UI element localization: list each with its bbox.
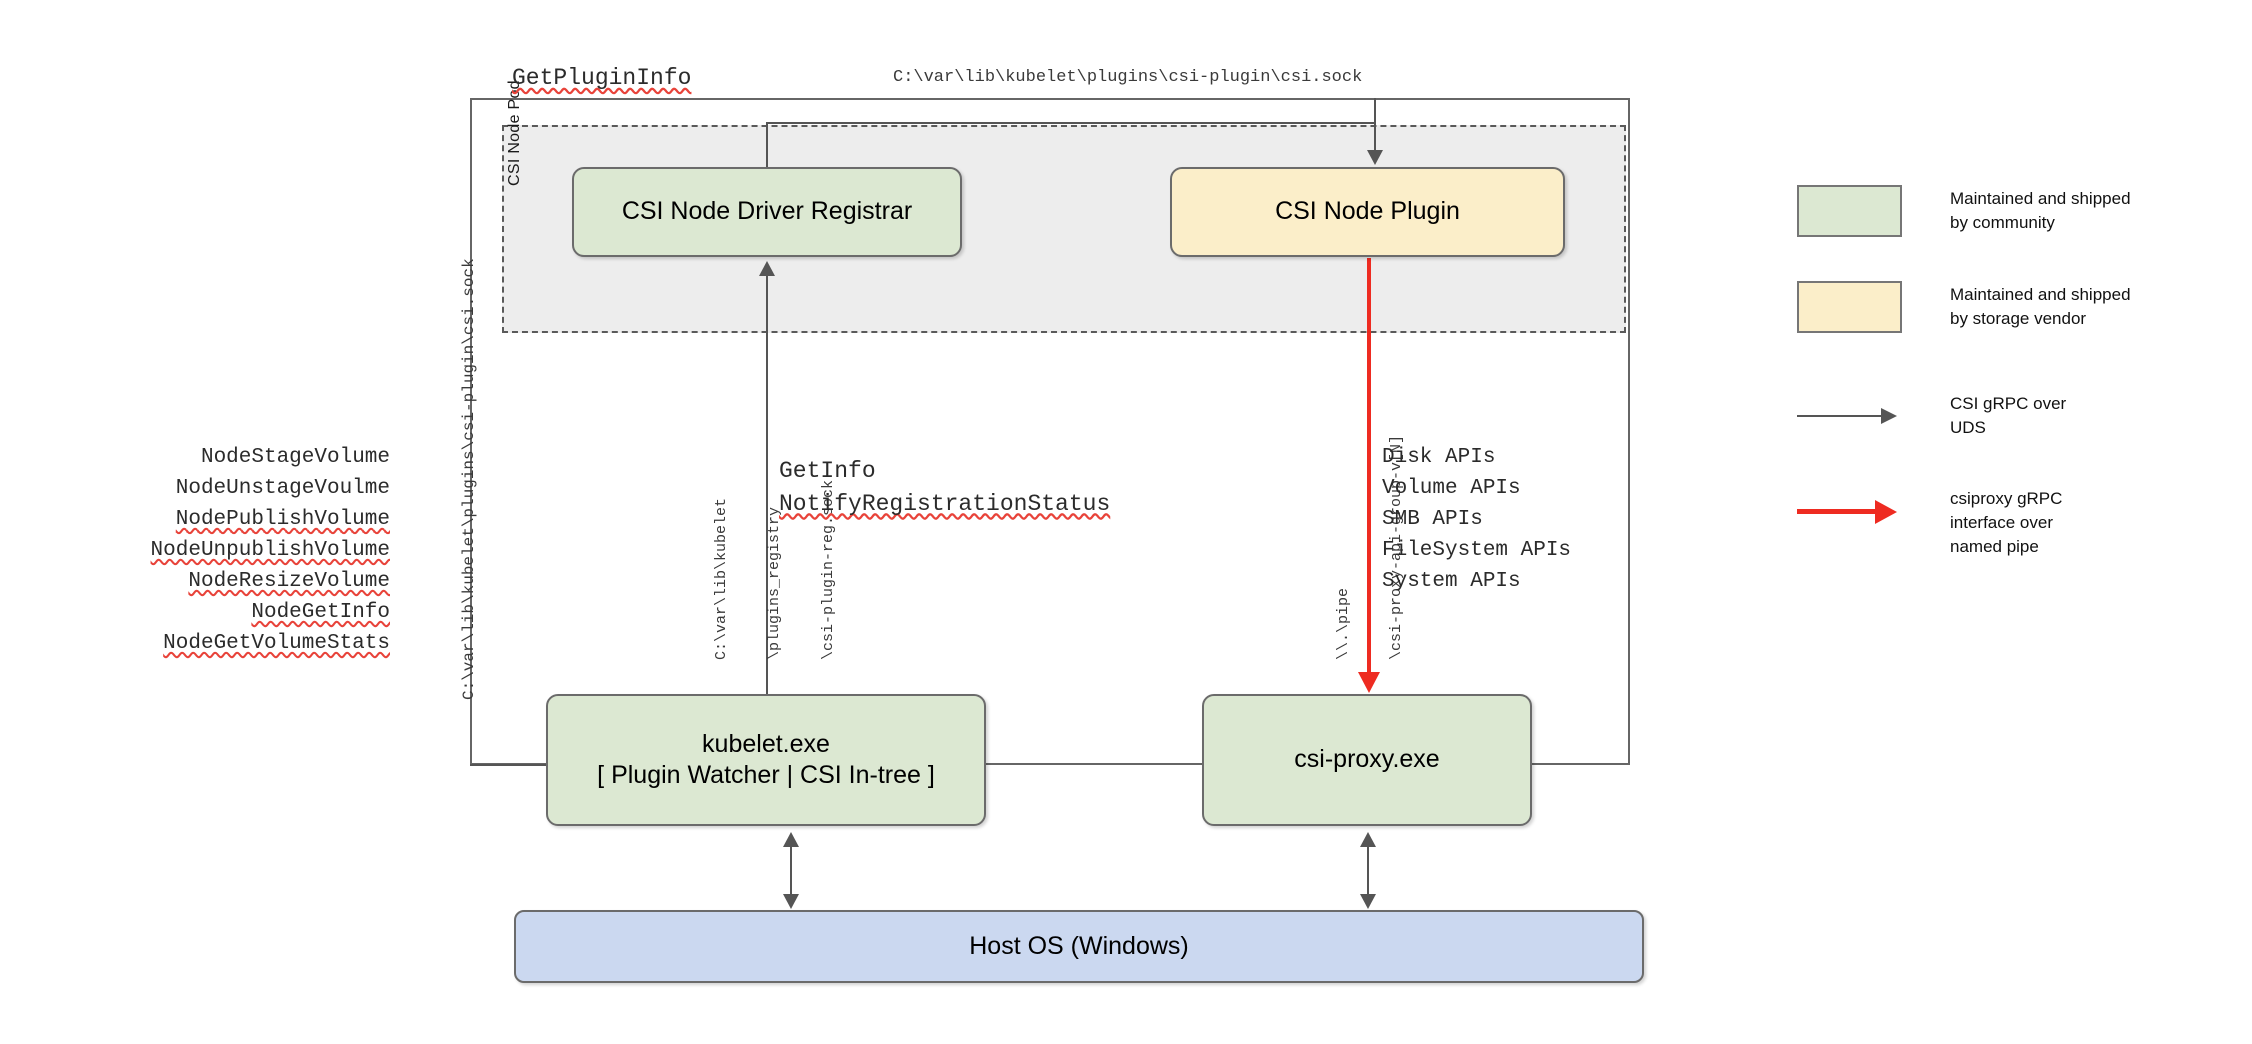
- legend-red-arrow-icon: [1797, 485, 1902, 537]
- edge-csiproxy-hostos-line: [1367, 843, 1369, 895]
- legend-gray-arrow-icon: [1797, 390, 1902, 442]
- edge-kubelet-to-registrar-line: [766, 274, 768, 694]
- csi-proxy-api-group: System APIs: [1382, 570, 1521, 594]
- legend-community-line1: Maintained and shipped: [1950, 189, 2131, 208]
- legend-uds-line2: UDS: [1950, 418, 1986, 438]
- edge-plugin-vertical-down: [1374, 122, 1376, 152]
- csi-proxy-api-group: Volume APIs: [1382, 477, 1521, 501]
- csi-node-method: NodeStageVolume: [200, 446, 390, 469]
- notify-registration-status-method: NotifyRegistrationStatus: [779, 490, 1111, 517]
- csi-plugin-reg-sock-line1: C:\var\lib\kubelet: [713, 497, 731, 660]
- node-csi-node-driver-registrar[interactable]: CSI Node Driver Registrar: [572, 167, 962, 257]
- edge-kubelet-hostos-arrowhead-up-icon: [783, 832, 799, 847]
- csi-proxy-named-pipe-line1: \\.\pipe: [1335, 587, 1353, 660]
- csi-sock-path-top-label: C:\var\lib\kubelet\plugins\csi-plugin\cs…: [893, 68, 1363, 87]
- csi-node-method: NodeResizeVolume: [188, 570, 390, 594]
- csi-proxy-api-group: FileSystem APIs: [1382, 539, 1572, 563]
- legend-item-csi-grpc-uds: CSI gRPC over UDS: [1797, 390, 2066, 442]
- edge-registrar-arrowhead-up-icon: [759, 261, 775, 276]
- edge-csiproxy-hostos-arrowhead-up-icon: [1360, 832, 1376, 847]
- node-kubelet-exe[interactable]: kubelet.exe [ Plugin Watcher | CSI In-tr…: [546, 694, 986, 826]
- csi-proxy-api-group: Disk APIs: [1382, 446, 1496, 469]
- kubelet-csi-routing-frame: [470, 98, 1630, 765]
- legend-pipe-line2: interface over: [1950, 513, 2053, 533]
- node-kubelet-exe-label-line2: [ Plugin Watcher | CSI In-tree ]: [597, 761, 935, 789]
- csi-proxy-api-groups-list: Disk APIs Volume APIs SMB APIs FileSyste…: [1382, 442, 1571, 597]
- node-host-os[interactable]: Host OS (Windows): [514, 910, 1644, 983]
- legend-text-community: Maintained and shipped by community: [1950, 185, 2131, 235]
- node-csi-proxy-exe[interactable]: csi-proxy.exe: [1202, 694, 1532, 826]
- legend-text-csiproxy-named-pipe: csiproxy gRPC interface over named pipe: [1950, 485, 2062, 559]
- edge-kubelet-hostos-line: [790, 843, 792, 895]
- node-csi-node-plugin-label: CSI Node Plugin: [1275, 197, 1460, 226]
- node-csi-node-driver-registrar-label: CSI Node Driver Registrar: [621, 197, 913, 226]
- csi-node-method: NodeGetVolumeStats: [163, 632, 390, 656]
- legend-item-community: Maintained and shipped by community: [1797, 185, 2131, 237]
- node-host-os-label: Host OS (Windows): [969, 931, 1189, 960]
- edge-nodeplugin-to-csiproxy-red-line: [1367, 258, 1371, 678]
- get-plugin-info-label: GetPluginInfo: [512, 65, 692, 91]
- edge-registrar-to-plugin-vertical-up: [766, 122, 768, 168]
- edge-kubelet-hostos-arrowhead-down-icon: [783, 894, 799, 909]
- node-csi-node-plugin[interactable]: CSI Node Plugin: [1170, 167, 1565, 257]
- legend-vendor-line1: Maintained and shipped: [1950, 285, 2131, 304]
- registration-methods-label: GetInfo NotifyRegistrationStatus: [779, 455, 1110, 520]
- edge-csiproxy-hostos-arrowhead-down-icon: [1360, 894, 1376, 909]
- legend-uds-line1: CSI gRPC over: [1950, 394, 2067, 413]
- legend-pipe-line1: csiproxy gRPC: [1950, 489, 2063, 508]
- legend-text-csi-grpc-uds: CSI gRPC over UDS: [1950, 390, 2066, 440]
- edge-plugin-arrowhead-down-icon: [1367, 150, 1383, 165]
- csi-node-method: NodeUnpublishVolume: [150, 539, 390, 563]
- csi-node-method: NodeGetInfo: [251, 601, 390, 625]
- csi-node-method: NodeUnstageVoulme: [175, 477, 390, 501]
- legend-item-vendor: Maintained and shipped by storage vendor: [1797, 281, 2131, 333]
- node-kubelet-exe-label-line1: kubelet.exe: [702, 729, 830, 758]
- legend-swatch-community-icon: [1797, 185, 1902, 237]
- legend-community-line2: by community: [1950, 213, 2055, 233]
- legend-text-vendor: Maintained and shipped by storage vendor: [1950, 281, 2131, 331]
- get-info-method: GetInfo: [779, 458, 876, 484]
- legend-pipe-line3: named pipe: [1950, 537, 2039, 557]
- edge-csiproxy-arrowhead-down-icon: [1358, 672, 1380, 693]
- csi-node-method: NodePublishVolume: [175, 508, 390, 532]
- edge-getplugininfo-into-kubelet: [470, 764, 548, 766]
- csi-sock-path-left-label: C:\var\lib\kubelet\plugins\csi-plugin\cs…: [460, 258, 478, 700]
- csi-proxy-api-group: SMB APIs: [1382, 508, 1483, 532]
- legend-swatch-vendor-icon: [1797, 281, 1902, 333]
- edge-registrar-to-plugin-horizontal: [766, 122, 1376, 124]
- csi-node-methods-list: NodeStageVolume NodeUnstageVoulme NodePu…: [70, 442, 390, 660]
- node-csi-proxy-exe-label: csi-proxy.exe: [1294, 745, 1440, 774]
- edge-csi-sock-vertical: [1374, 98, 1376, 124]
- legend-vendor-line2: by storage vendor: [1950, 309, 2087, 329]
- legend-item-csiproxy-named-pipe: csiproxy gRPC interface over named pipe: [1797, 485, 2062, 559]
